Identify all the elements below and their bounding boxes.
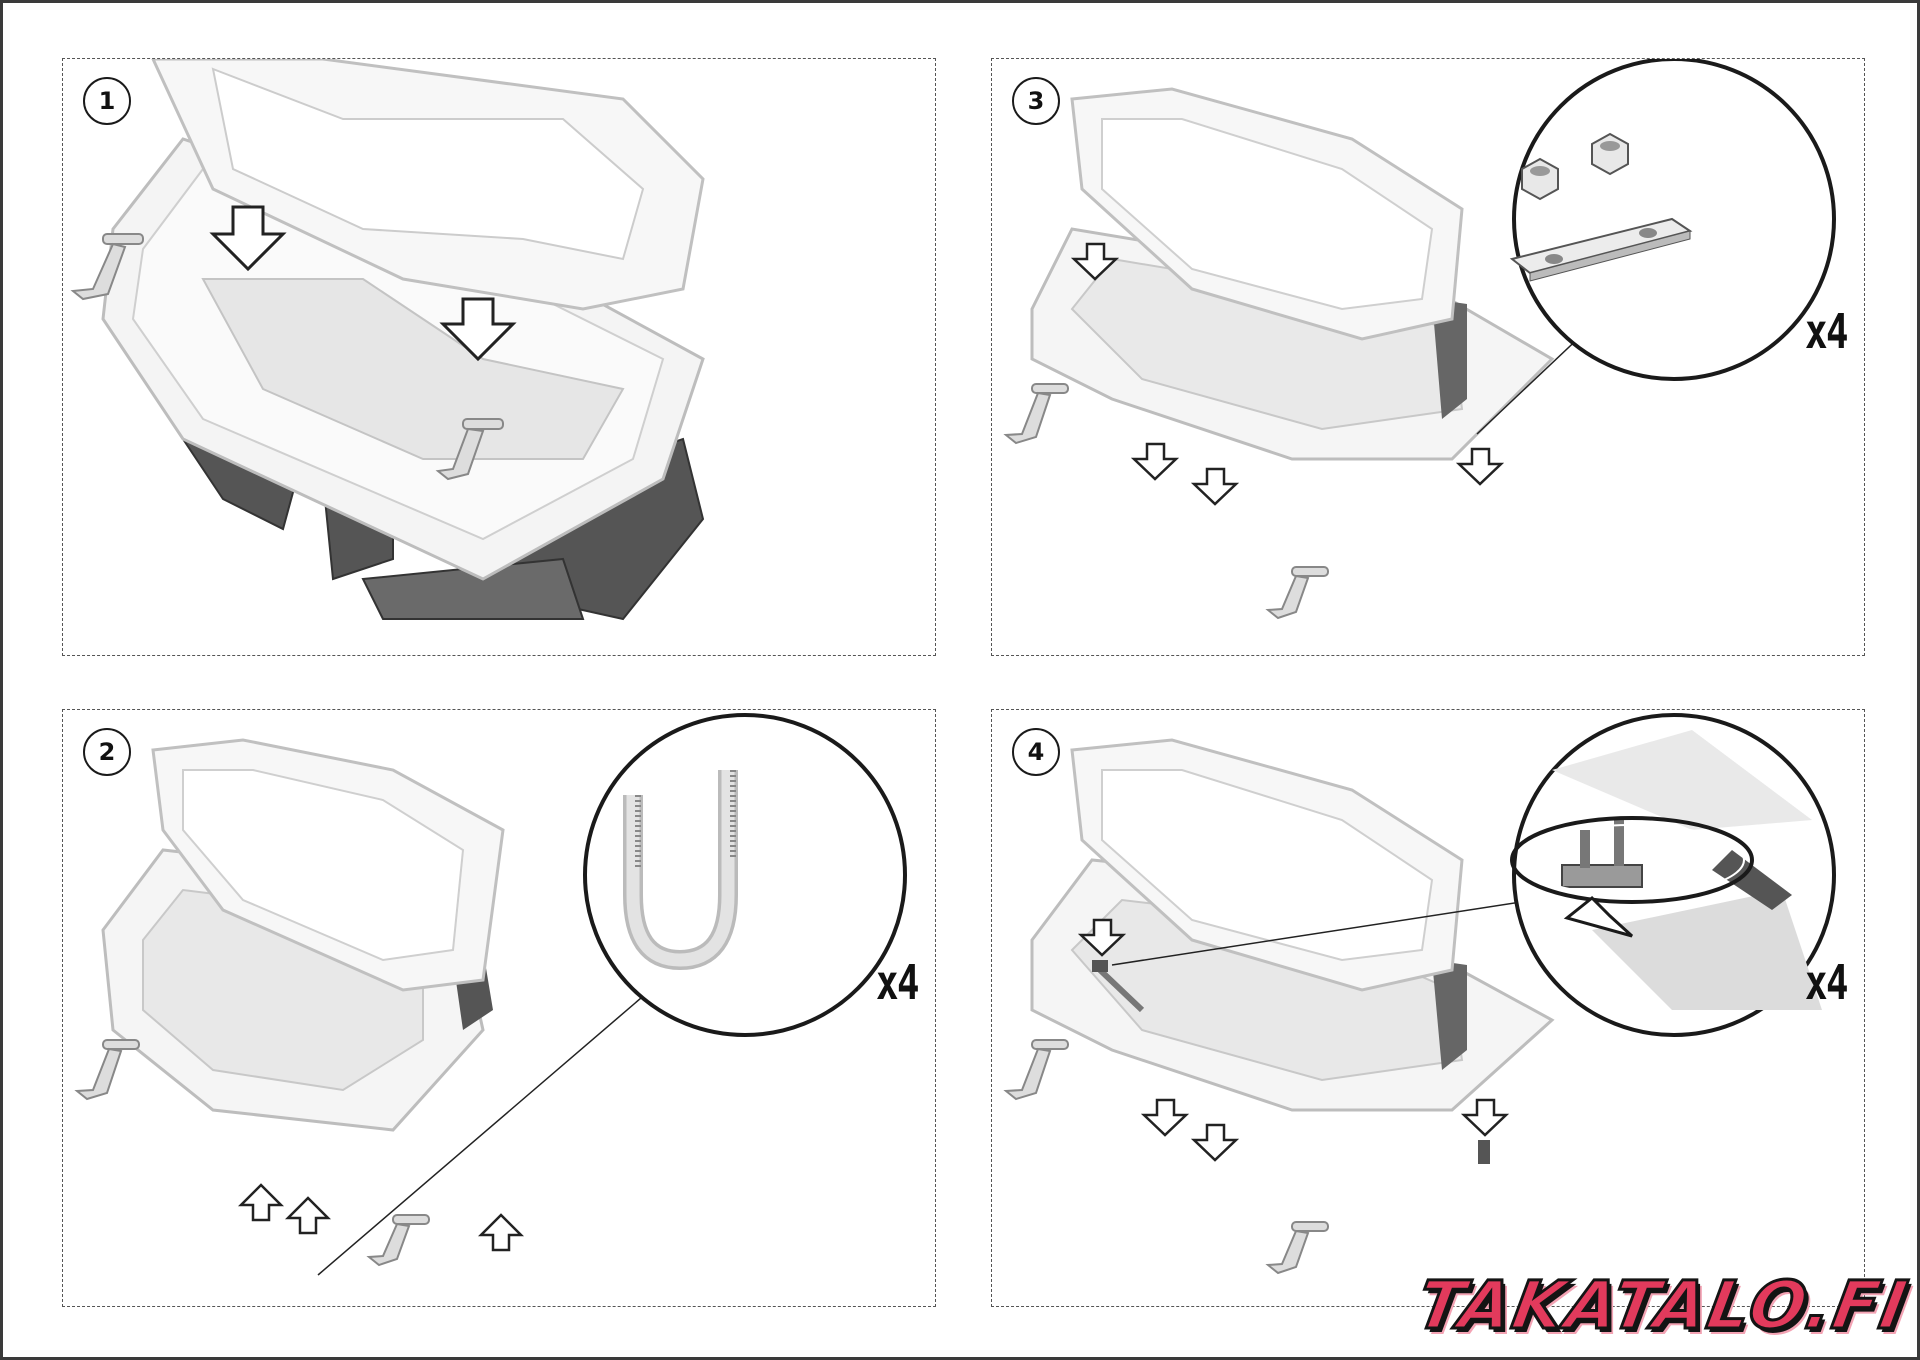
case-lid — [1070, 87, 1464, 341]
case-lid — [1070, 738, 1464, 992]
detail-zoom — [583, 713, 907, 1037]
step-number: 4 — [1012, 728, 1060, 776]
step-2-panel: 2 — [62, 709, 936, 1307]
down-arrow-icon — [439, 297, 517, 362]
brand-logo: TAKATALO.FI — [1410, 1261, 1916, 1349]
step-1-illustration — [70, 59, 705, 621]
detail-zoom — [1509, 59, 1836, 381]
quantity-label: x4 — [1805, 304, 1849, 360]
step-1-panel: 1 — [62, 58, 936, 656]
latch — [1003, 1039, 1329, 1275]
down-arrow-icon — [1077, 918, 1510, 1162]
step-4-panel: 4 — [991, 709, 1865, 1307]
latch — [74, 1039, 430, 1267]
u-bolt-icon — [623, 770, 738, 971]
bracket-part — [1478, 1140, 1490, 1164]
case-lid — [151, 738, 505, 992]
detail-zoom — [1510, 713, 1836, 1037]
step-number: 3 — [1012, 77, 1060, 125]
step-number: 1 — [83, 77, 131, 125]
down-arrow-icon — [209, 205, 287, 272]
case-body — [1030, 858, 1555, 1112]
step-4-illustration — [1003, 713, 1836, 1275]
quantity-label: x4 — [1805, 955, 1849, 1011]
step-3-illustration — [1003, 59, 1836, 620]
step-number: 2 — [83, 728, 131, 776]
nut-icon — [1591, 132, 1629, 176]
latch — [1003, 383, 1329, 620]
step-2-illustration — [74, 713, 907, 1276]
step-3-panel: 3 — [991, 58, 1865, 656]
plate-icon — [1509, 217, 1693, 282]
wrench-icon — [1092, 960, 1145, 1013]
case-body — [1030, 227, 1555, 461]
nut-icon — [1521, 157, 1559, 201]
latch — [70, 233, 504, 481]
rotate-arrow-icon — [1510, 816, 1754, 938]
quantity-label: x4 — [876, 955, 920, 1011]
down-arrow-icon — [1070, 242, 1505, 506]
brand-text: TAKATALO.FI — [1410, 1265, 1916, 1345]
up-arrow-icon — [237, 1183, 525, 1252]
